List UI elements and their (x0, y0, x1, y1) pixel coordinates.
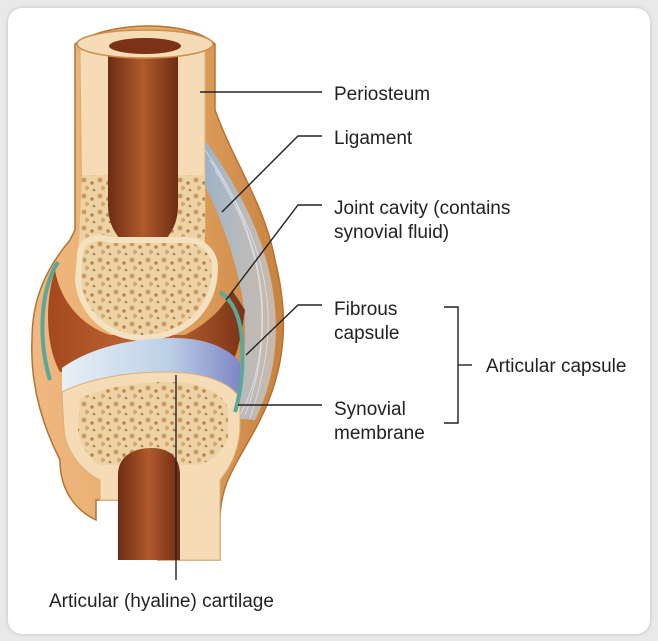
label-articular-cartilage: Articular (hyaline) cartilage (49, 590, 274, 614)
label-synovial-line2: membrane (334, 422, 425, 446)
label-synovial-line1: Synovial (334, 398, 406, 422)
upper-medullary-cavity (108, 48, 178, 248)
lower-medullary-cavity (118, 448, 180, 560)
label-fibrous-line1: Fibrous (334, 298, 397, 322)
articular-capsule-bracket (444, 307, 458, 423)
label-articular-capsule: Articular capsule (486, 355, 626, 379)
label-joint-cavity-line2: synovial fluid) (334, 221, 449, 245)
label-joint-cavity-line1: Joint cavity (contains (334, 197, 510, 221)
diagram-card: Periosteum Ligament Joint cavity (contai… (8, 8, 650, 634)
synovial-joint-illustration (8, 8, 650, 634)
label-periosteum: Periosteum (334, 83, 430, 107)
label-fibrous-line2: capsule (334, 322, 400, 346)
label-ligament: Ligament (334, 127, 412, 151)
